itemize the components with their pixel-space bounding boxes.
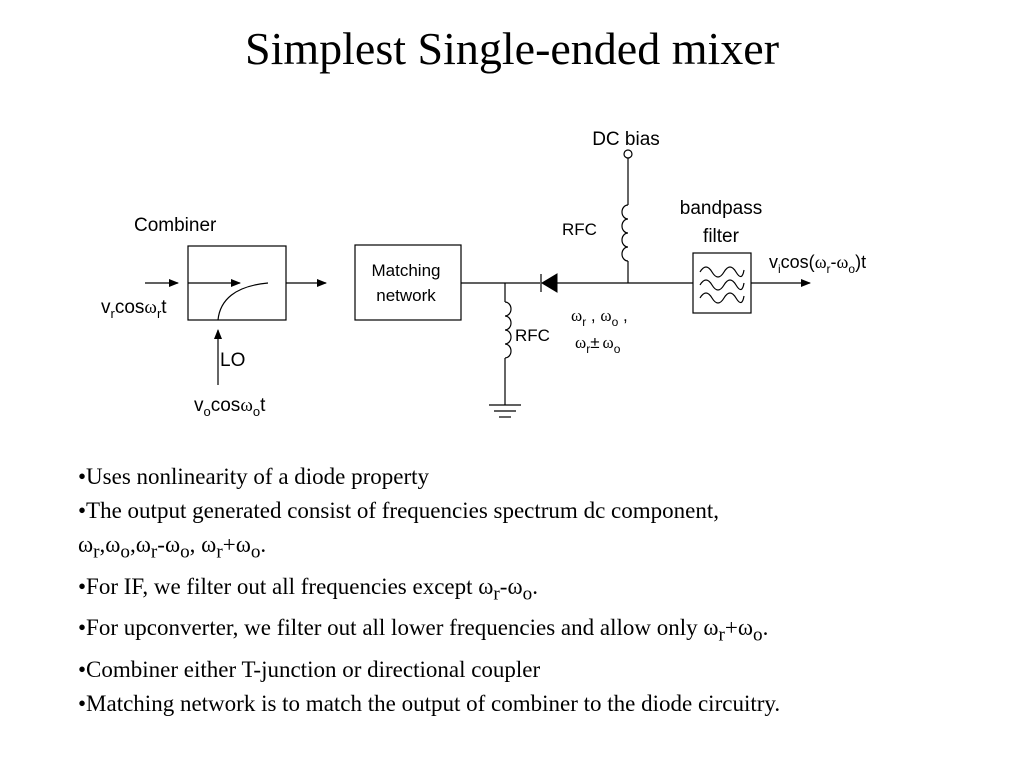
lo-input-label: vocosωot	[194, 395, 266, 419]
rf-input-label: vrcosωrt	[101, 297, 167, 321]
bullet-list: •Uses nonlinearity of a diode property •…	[78, 460, 978, 721]
filter-wave-1	[699, 266, 745, 278]
diode-icon	[541, 273, 558, 293]
bandpass-label-1: bandpass	[680, 198, 762, 219]
dc-bias-label: DC bias	[592, 129, 660, 150]
filter-wave-2	[699, 279, 745, 291]
bullet-item: •Combiner either T-junction or direction…	[78, 656, 541, 682]
bandpass-label-2: filter	[703, 226, 740, 247]
filter-wave-3	[699, 292, 745, 304]
mixer-circuit-diagram: Combiner vrcosωrt LO vocosωot Matching n…	[101, 129, 866, 419]
matching-network-box	[354, 244, 462, 321]
bullet-item: •The output generated consist of frequen…	[78, 498, 719, 523]
page-title: Simplest Single-ended mixer	[244, 23, 780, 74]
bullet-item: •Uses nonlinearity of a diode property	[78, 464, 430, 489]
bullet-item: •Matching network is to match the output…	[78, 690, 781, 716]
dc-bias-terminal	[623, 149, 633, 159]
lo-label: LO	[220, 350, 245, 371]
bullet-item: •For IF, we filter out all frequencies e…	[78, 573, 538, 605]
matching-network-label-2: network	[376, 286, 436, 305]
diode-frequency-label-1: ωr , ωo ,	[571, 306, 628, 329]
bullet-item-continuation: ωr,ωo,ωr-ωo, ωr+ωo.	[78, 532, 267, 563]
top-rfc-coil	[621, 204, 629, 262]
diode-frequency-label-2: ωr±ωo	[575, 333, 621, 356]
bullet-item: •For upconverter, we filter out all lowe…	[78, 615, 769, 646]
output-label: vicos(ωr-ωo)t	[769, 252, 866, 276]
matching-network-label-1: Matching	[372, 261, 441, 280]
rfc-top-label: RFC	[562, 220, 597, 239]
combiner-coupling-curve	[217, 282, 269, 321]
rfc-bottom-label: RFC	[515, 326, 550, 345]
bottom-rfc-coil	[504, 301, 512, 359]
combiner-label: Combiner	[134, 215, 217, 236]
